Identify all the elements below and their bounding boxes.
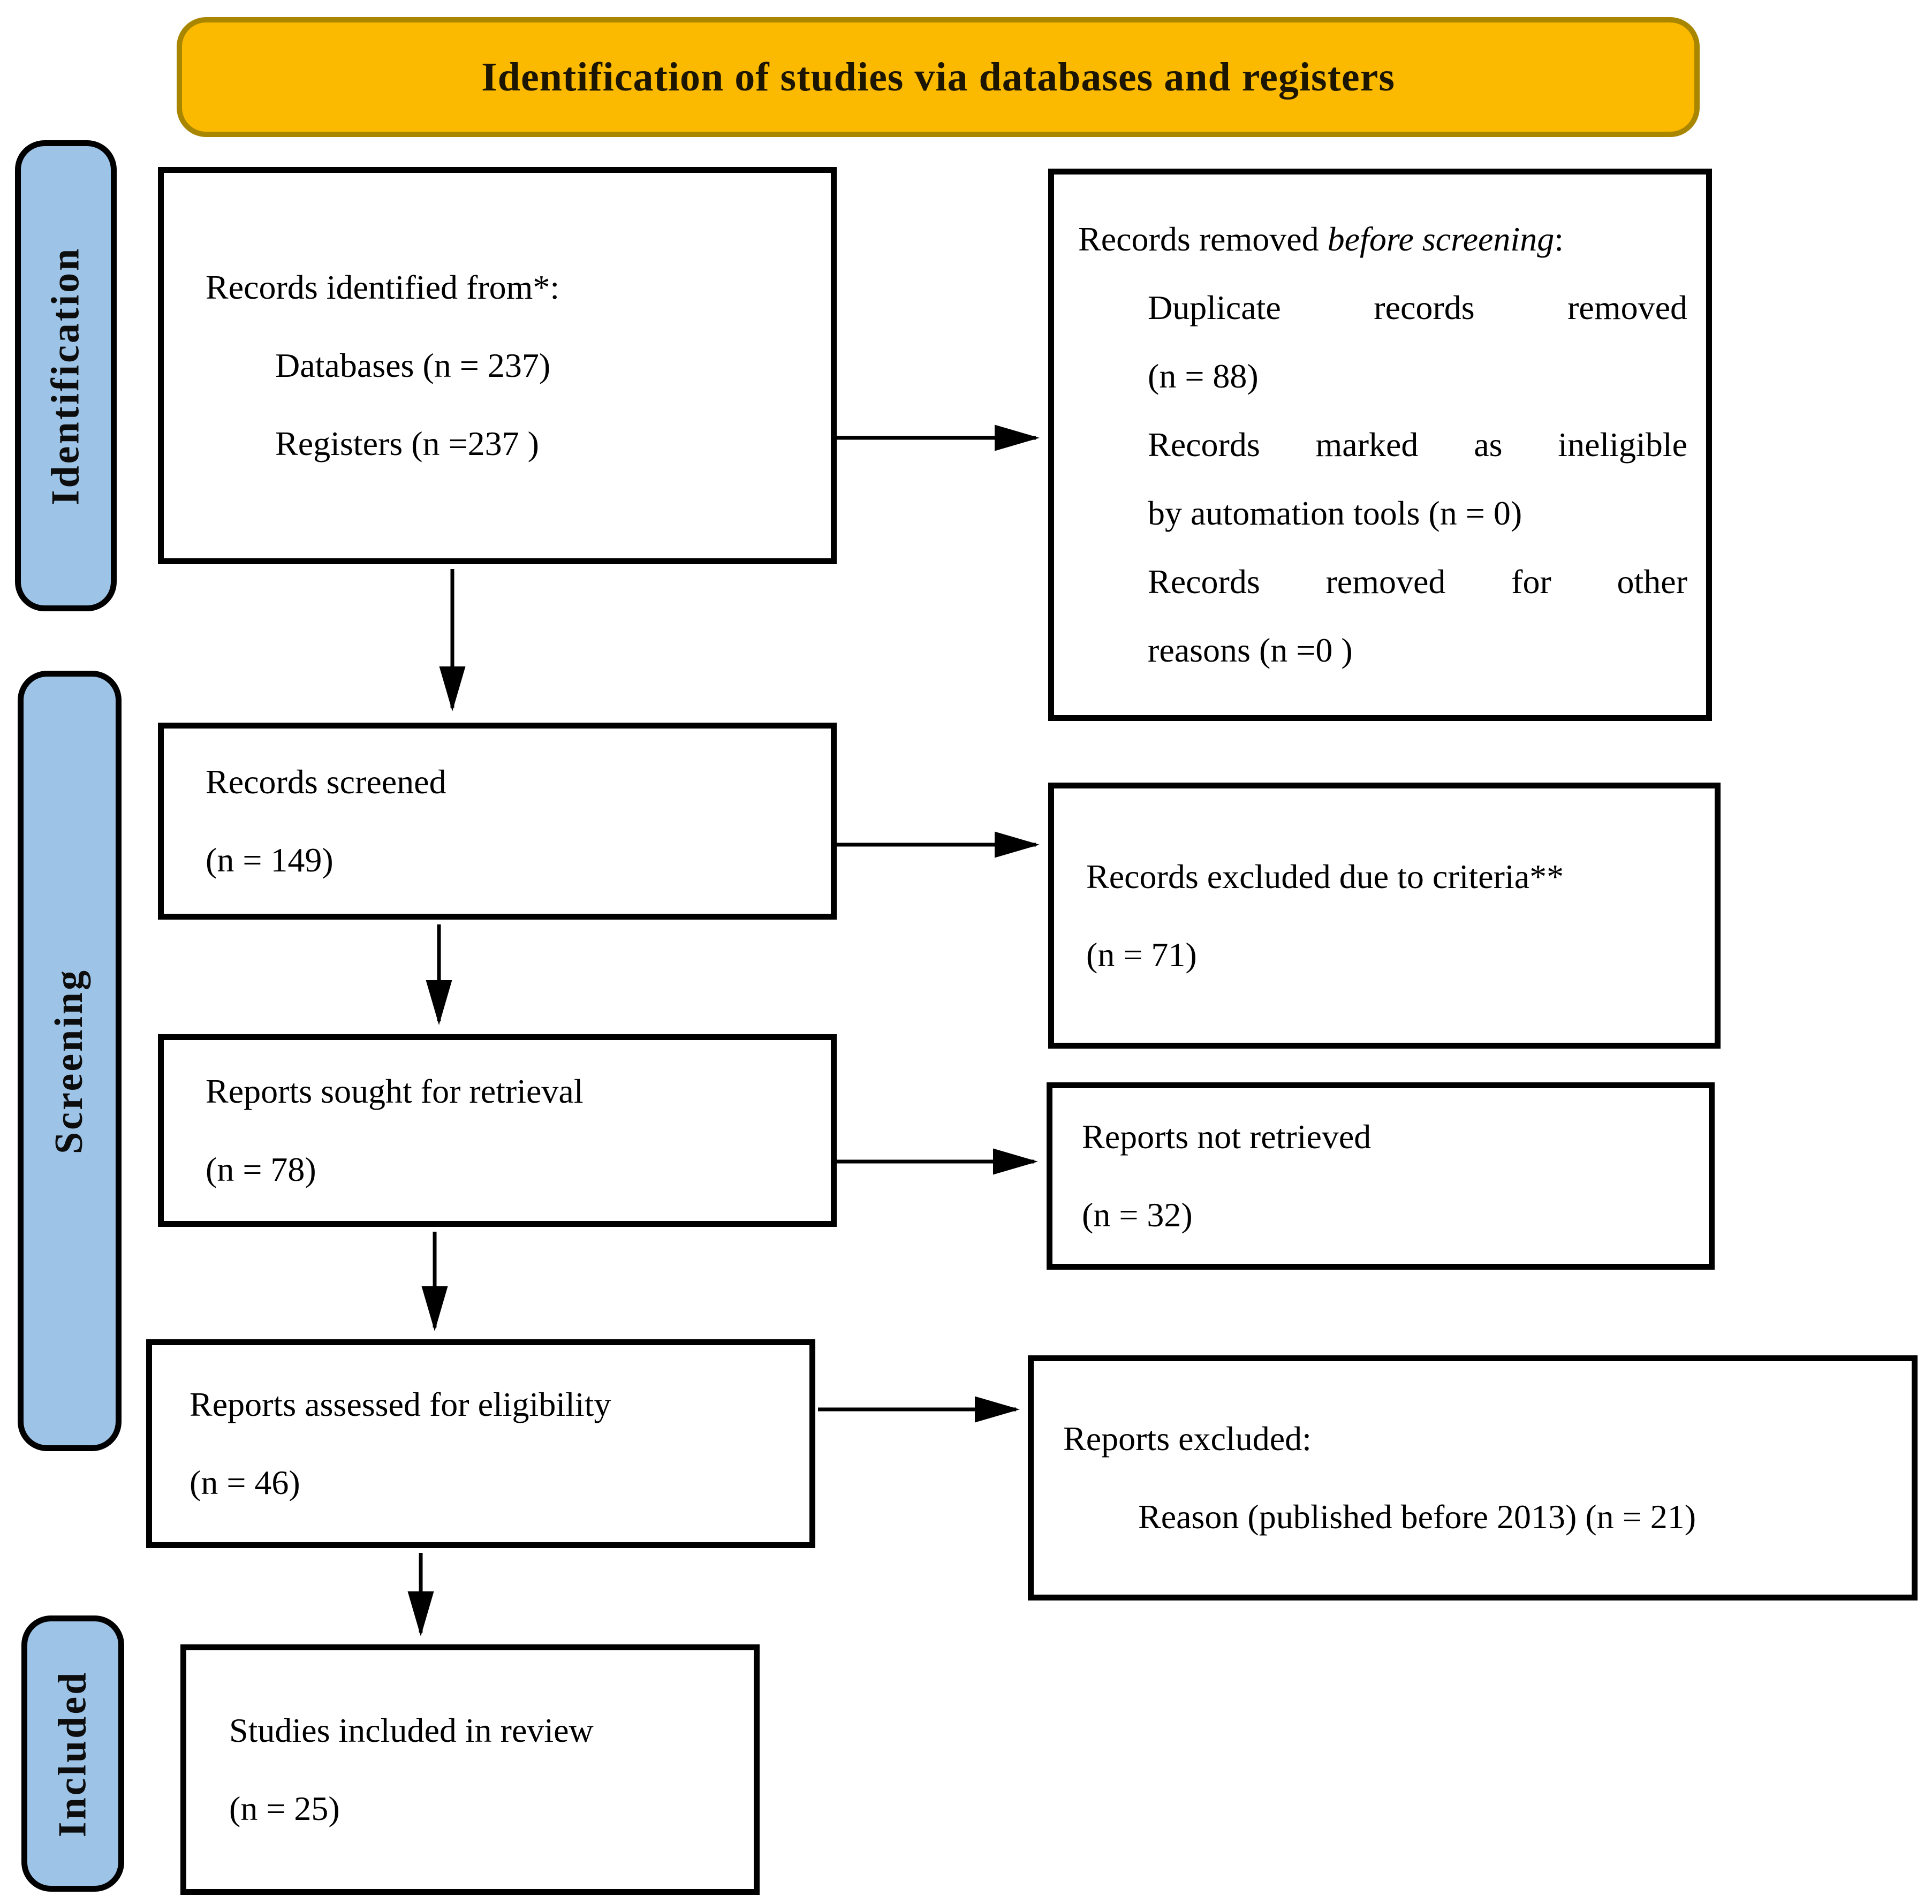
reports-excluded-reason: Reason (published before 2013) (n = 21) <box>1138 1498 1696 1536</box>
reports-assessed-line1: Reports assessed for eligibility <box>190 1385 611 1423</box>
records-removed-heading-prefix: Records removed <box>1078 220 1328 258</box>
records-identified-heading: Records identified from*: <box>206 268 560 306</box>
studies-included-line1: Studies included in review <box>229 1711 594 1749</box>
reports-not-retrieved-count: (n = 32) <box>1082 1196 1193 1234</box>
records-excluded-line1: Records excluded due to criteria** <box>1086 857 1564 896</box>
box-records-screened: Records screened (n = 149) <box>158 723 837 920</box>
ineligible-records-line2: by automation tools (n = 0) <box>1148 494 1522 532</box>
stage-label-identification-text: Identification <box>43 246 88 505</box>
records-removed-heading-suffix: : <box>1554 220 1564 258</box>
records-screened-count: (n = 149) <box>206 841 334 879</box>
records-removed-heading-italic: before screening <box>1327 220 1555 258</box>
stage-label-included: Included <box>21 1615 124 1892</box>
reports-not-retrieved-line1: Reports not retrieved <box>1082 1118 1372 1156</box>
records-screened-line1: Records screened <box>206 763 446 801</box>
duplicate-records-line1: Duplicate records removed <box>1148 289 1687 327</box>
banner: Identification of studies via databases … <box>177 17 1700 137</box>
stage-label-screening-text: Screening <box>47 968 92 1154</box>
box-reports-not-retrieved: Reports not retrieved (n = 32) <box>1047 1082 1715 1270</box>
box-reports-excluded: Reports excluded: Reason (published befo… <box>1028 1355 1918 1600</box>
other-reasons-line1: Records removed for other <box>1148 563 1687 601</box>
stage-label-included-text: Included <box>50 1670 95 1837</box>
records-excluded-count: (n = 71) <box>1086 935 1197 974</box>
box-reports-sought: Reports sought for retrieval (n = 78) <box>158 1034 837 1227</box>
reports-sought-count: (n = 78) <box>206 1150 316 1188</box>
reports-sought-line1: Reports sought for retrieval <box>206 1072 584 1110</box>
records-identified-item-registers: Registers (n =237 ) <box>275 424 539 462</box>
records-removed-heading: Records removed before screening: <box>1078 205 1687 274</box>
reports-excluded-heading: Reports excluded: <box>1063 1420 1312 1458</box>
box-records-removed-before-screening: Records removed before screening: Duplic… <box>1048 169 1712 721</box>
ineligible-records-line1: Records marked as ineligible <box>1148 426 1687 464</box>
duplicate-records-count: (n = 88) <box>1148 357 1259 395</box>
studies-included-count: (n = 25) <box>229 1789 340 1827</box>
banner-title: Identification of studies via databases … <box>481 54 1395 100</box>
stage-label-identification: Identification <box>15 140 117 611</box>
box-records-identified: Records identified from*: Databases (n =… <box>158 167 837 564</box>
box-records-excluded: Records excluded due to criteria** (n = … <box>1048 783 1721 1049</box>
box-studies-included: Studies included in review (n = 25) <box>180 1644 760 1895</box>
reports-assessed-count: (n = 46) <box>190 1463 300 1501</box>
other-reasons-line2: reasons (n =0 ) <box>1148 631 1353 669</box>
records-identified-item-databases: Databases (n = 237) <box>275 346 551 384</box>
box-reports-assessed: Reports assessed for eligibility (n = 46… <box>146 1339 815 1548</box>
stage-label-screening: Screening <box>18 671 122 1451</box>
